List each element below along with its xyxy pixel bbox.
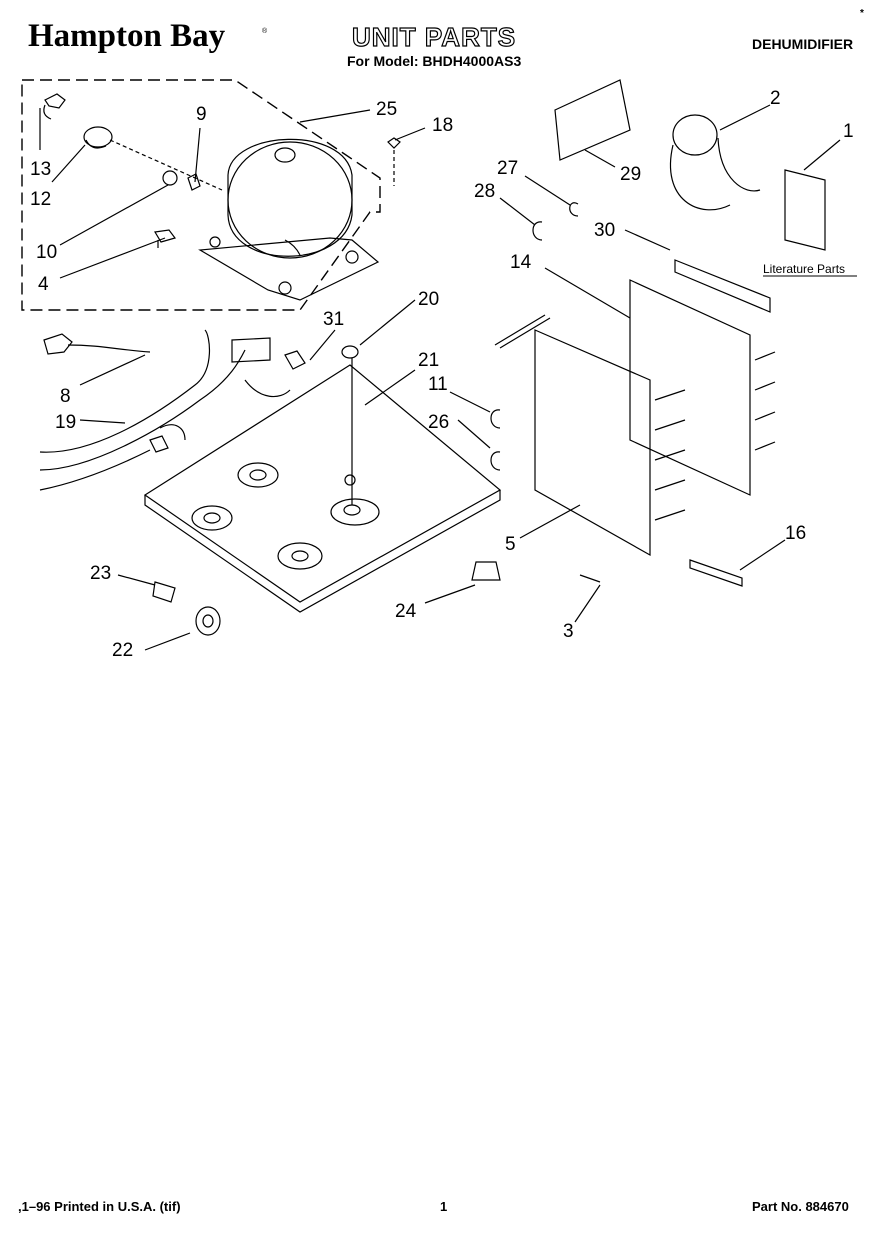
- model-line: For Model: BHDH4000AS3: [347, 53, 522, 69]
- callout-8: 8: [60, 386, 71, 407]
- compressor-assembly-outline: [21, 79, 381, 311]
- callout-24: 24: [395, 601, 417, 622]
- literature-1: [784, 169, 826, 251]
- product-type: DEHUMIDIFIER: [752, 36, 854, 52]
- callout-4: 4: [38, 274, 49, 295]
- callout-27: 27: [497, 158, 518, 179]
- corner-mark: *: [860, 8, 864, 19]
- hose-2: [672, 114, 718, 156]
- callout-5: 5: [505, 534, 516, 555]
- literature-parts-label: Literature Parts: [763, 262, 845, 276]
- callout-22: 22: [112, 640, 133, 661]
- callout-26: 26: [428, 412, 449, 433]
- callout-21: 21: [418, 350, 439, 371]
- callout-10: 10: [36, 242, 57, 263]
- callout-16: 16: [785, 523, 806, 544]
- callout-23: 23: [90, 563, 111, 584]
- callout-9: 9: [196, 104, 207, 125]
- callout-1: 1: [843, 121, 854, 142]
- registered-mark: ®: [262, 28, 268, 35]
- leader-lines: [39, 104, 841, 651]
- callout-28: 28: [474, 181, 495, 202]
- strip-16: [689, 559, 743, 587]
- strip-30: [674, 259, 771, 313]
- callout-30: 30: [594, 220, 615, 241]
- wiring-harness: [39, 329, 306, 491]
- callout-12: 12: [30, 189, 51, 210]
- print-info: ,1–96 Printed in U.S.A. (tif): [18, 1199, 181, 1214]
- callout-13: 13: [30, 159, 51, 180]
- base-pan: [143, 345, 502, 613]
- coil-assembly: [494, 279, 776, 557]
- overload-protector-parts: [43, 93, 401, 248]
- callout-25: 25: [376, 99, 397, 120]
- callout-31: 31: [323, 309, 344, 330]
- callout-29: 29: [620, 164, 641, 185]
- filter-29: [554, 79, 631, 161]
- page-title: UNIT PARTS: [351, 21, 517, 52]
- callout-3: 3: [563, 621, 574, 642]
- callout-19: 19: [55, 412, 76, 433]
- misc-parts: [490, 79, 826, 587]
- compressor-drawing: [198, 138, 380, 301]
- page-number: 1: [440, 1199, 448, 1214]
- caster-parts: [152, 561, 501, 636]
- callout-labels: 1 2 3 4 5 8 9 10 11 12 13 14 16 18 19 20…: [30, 88, 854, 661]
- callout-14: 14: [510, 252, 532, 273]
- part-number: Part No. 884670: [752, 1199, 849, 1214]
- brand-name: Hampton Bay: [28, 18, 226, 54]
- callout-18: 18: [432, 115, 453, 136]
- callout-11: 11: [428, 374, 448, 395]
- callout-2: 2: [770, 88, 781, 109]
- callout-20: 20: [418, 289, 439, 310]
